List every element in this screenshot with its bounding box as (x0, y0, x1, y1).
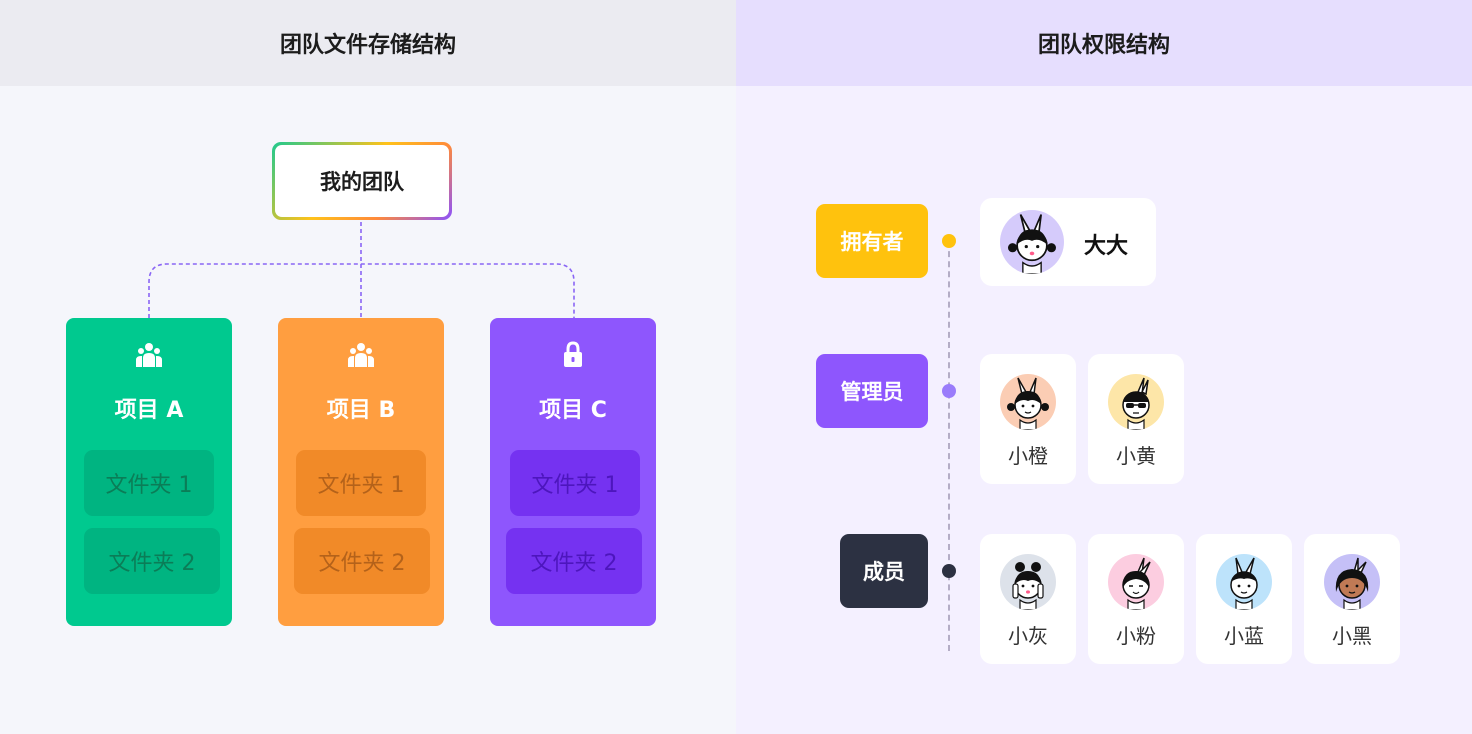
member-card: 小黑 (1304, 534, 1400, 664)
member-name: 小粉 (1116, 624, 1156, 648)
member-card: 大大 (980, 198, 1156, 286)
project-title: 项目 C (539, 398, 607, 423)
role-badge-member: 成员 (840, 534, 928, 608)
member-name: 小黄 (1116, 444, 1156, 468)
timeline-dot (942, 564, 956, 578)
member-card: 小蓝 (1196, 534, 1292, 664)
avatar (1108, 554, 1164, 610)
project-card-c: 项目 C 文件夹 1 文件夹 2 (490, 318, 656, 626)
avatar (1000, 210, 1064, 274)
root-node-label: 我的团队 (275, 145, 449, 217)
role-badge-admin: 管理员 (816, 354, 928, 428)
role-badge-owner: 拥有者 (816, 204, 928, 278)
folder-item[interactable]: 文件夹 2 (294, 528, 430, 594)
lock-icon (490, 340, 656, 370)
member-name: 大大 (1084, 234, 1129, 259)
member-name: 小灰 (1008, 624, 1048, 648)
folder-item[interactable]: 文件夹 1 (296, 450, 426, 516)
avatar (1000, 554, 1056, 610)
member-name: 小橙 (1008, 444, 1048, 468)
member-card: 小粉 (1088, 534, 1184, 664)
tree-connectors (148, 222, 575, 318)
permissions-header: 团队权限结构 (736, 0, 1472, 86)
storage-header: 团队文件存储结构 (0, 0, 736, 86)
team-icon (66, 340, 232, 370)
member-card: 小黄 (1088, 354, 1184, 484)
avatar (1216, 554, 1272, 610)
avatar (1108, 374, 1164, 430)
team-icon (278, 340, 444, 370)
member-name: 小黑 (1332, 624, 1372, 648)
timeline-dot (942, 384, 956, 398)
avatar (1000, 374, 1056, 430)
member-name: 小蓝 (1224, 624, 1264, 648)
timeline-dot (942, 234, 956, 248)
folder-item[interactable]: 文件夹 2 (84, 528, 220, 594)
project-title: 项目 B (326, 398, 396, 423)
role-timeline (948, 241, 950, 651)
folder-item[interactable]: 文件夹 2 (506, 528, 642, 594)
avatar (1324, 554, 1380, 610)
member-card: 小橙 (980, 354, 1076, 484)
permissions-panel: 团队权限结构 拥有者 管理员 成员 大大 (736, 0, 1472, 734)
project-title: 项目 A (114, 398, 184, 423)
project-card-a: 项目 A 文件夹 1 文件夹 2 (66, 318, 232, 626)
project-card-b: 项目 B 文件夹 1 文件夹 2 (278, 318, 444, 626)
root-node-my-team: 我的团队 (272, 142, 452, 220)
folder-item[interactable]: 文件夹 1 (84, 450, 214, 516)
member-card: 小灰 (980, 534, 1076, 664)
storage-panel: 团队文件存储结构 我的团队 项目 A 文件夹 1 文件夹 2 (0, 0, 736, 626)
folder-item[interactable]: 文件夹 1 (510, 450, 640, 516)
